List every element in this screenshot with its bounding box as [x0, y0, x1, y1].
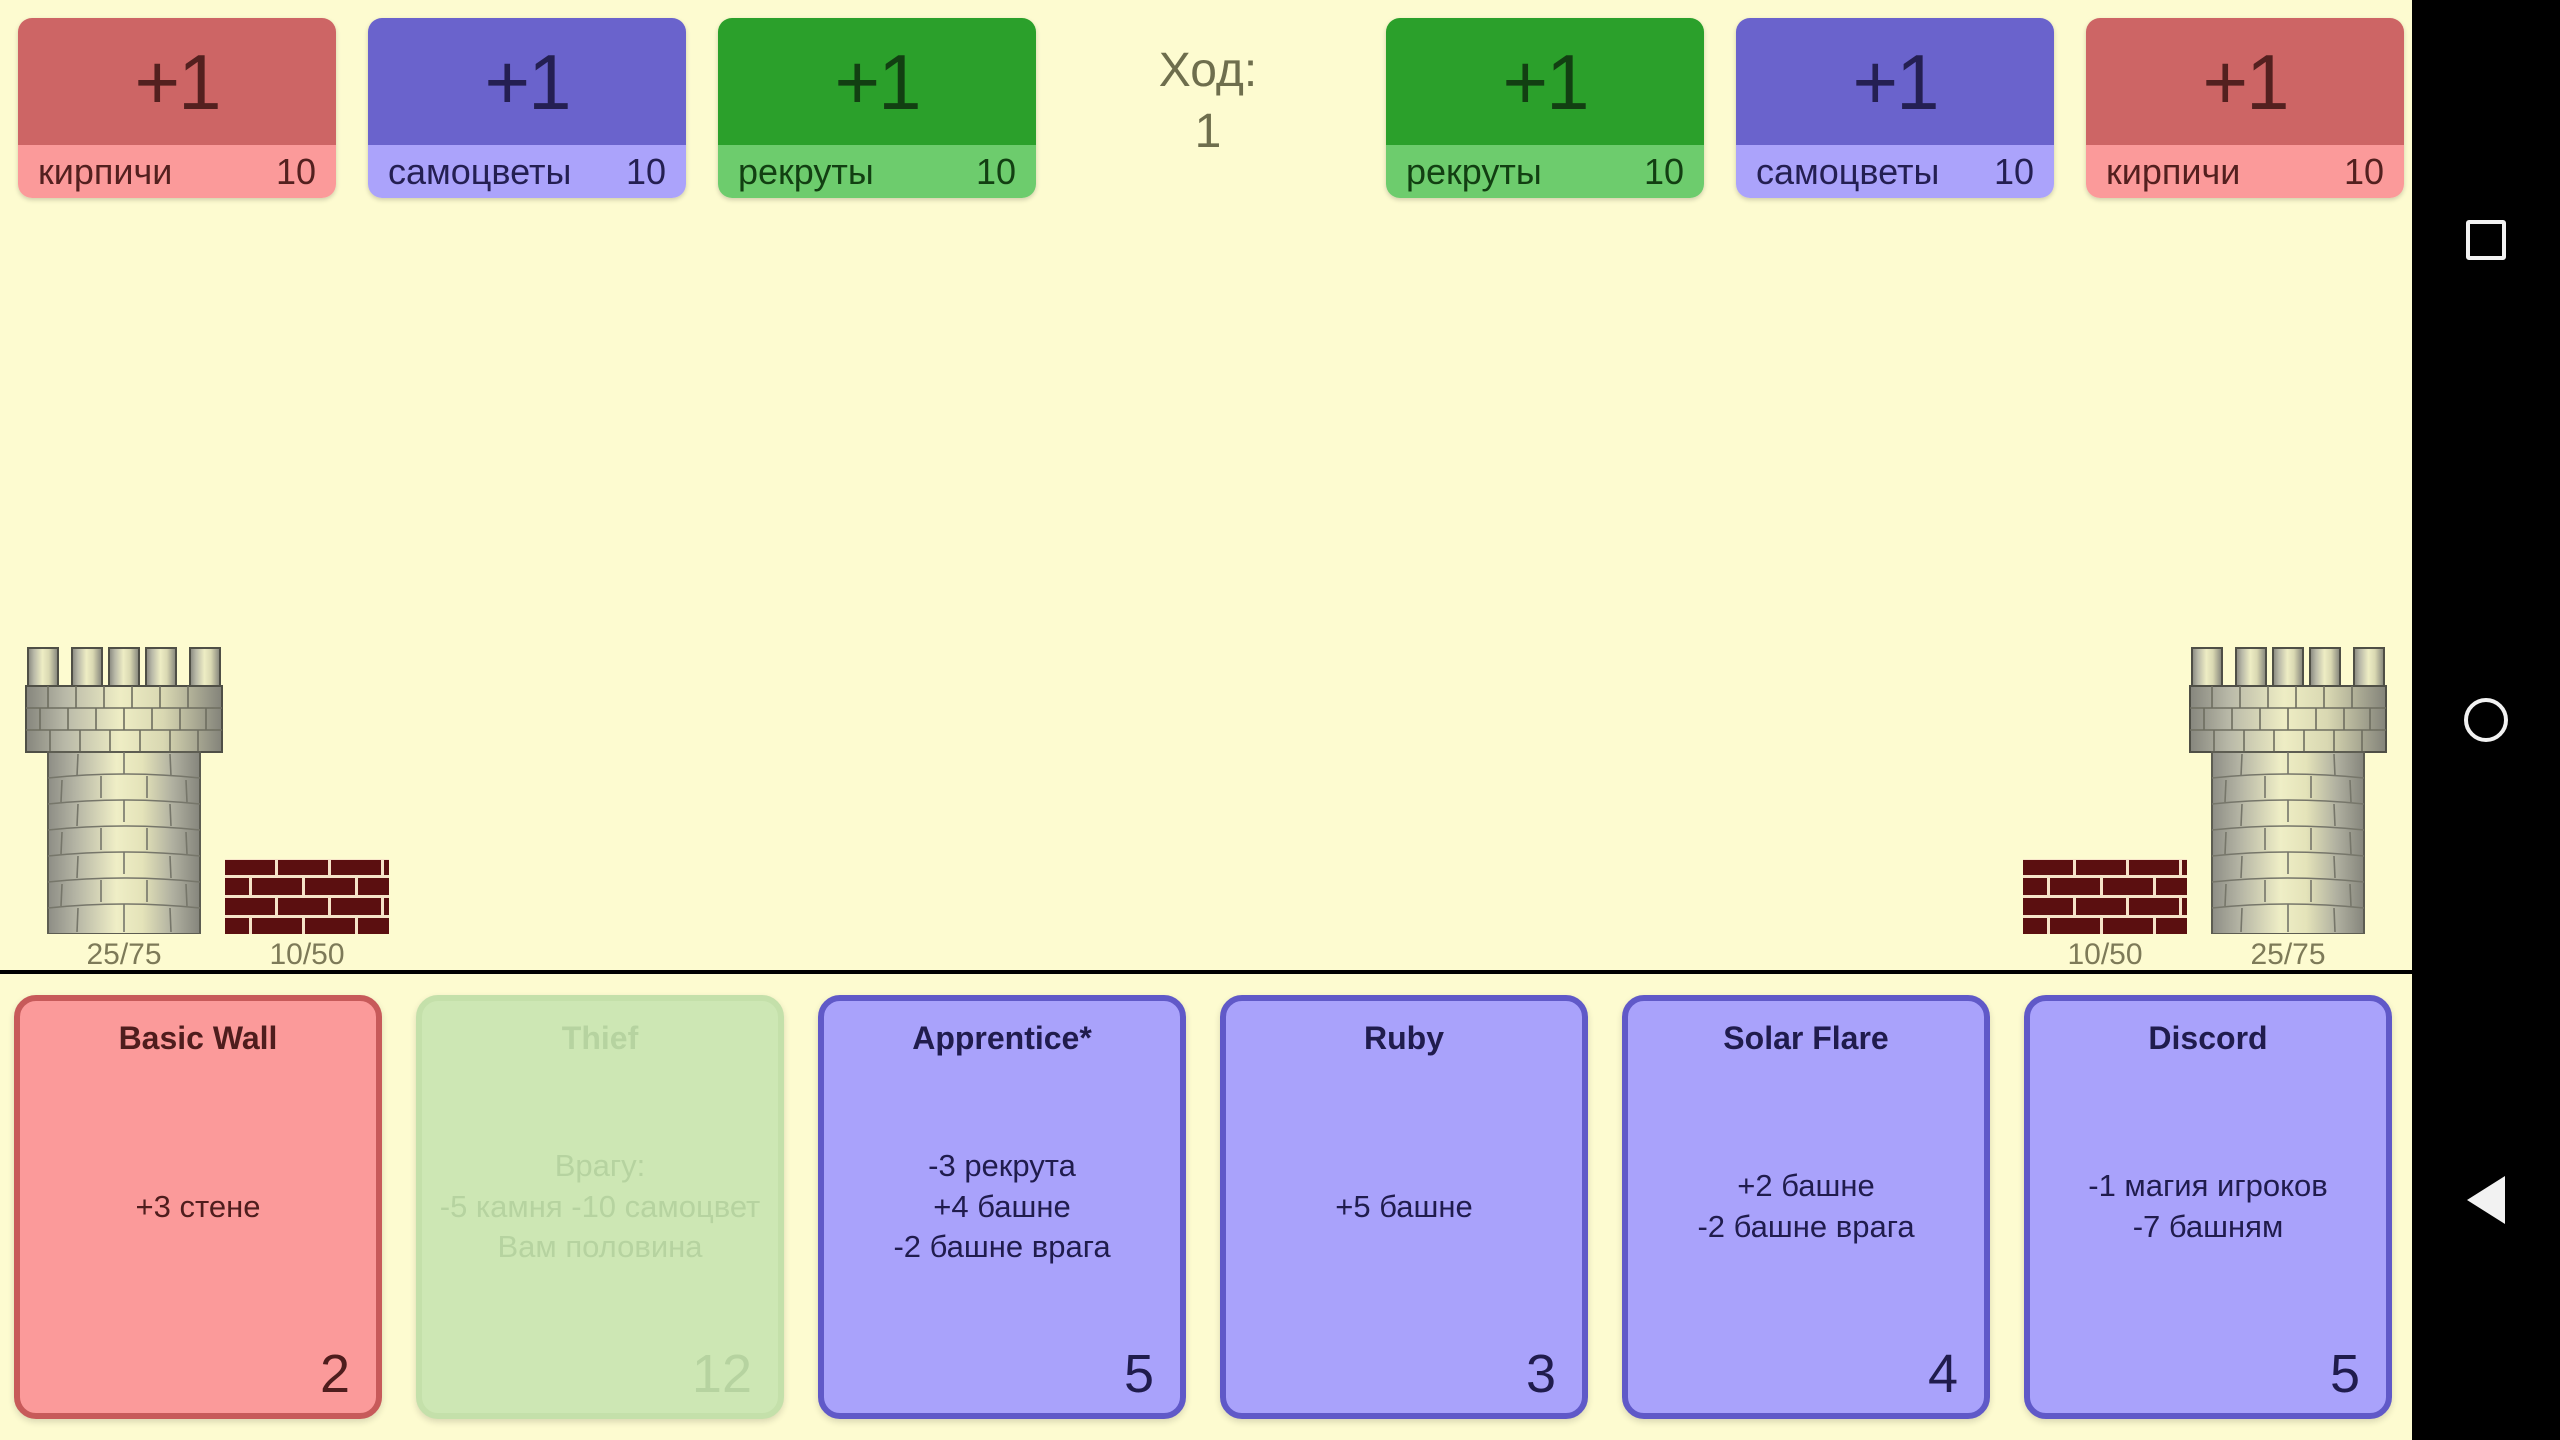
- resource-count: 10: [2343, 150, 2384, 192]
- wall-hp-label: 10/50: [269, 938, 345, 971]
- resource-name: кирпичи: [38, 150, 173, 192]
- card-cost: 5: [2329, 1344, 2360, 1404]
- card-description: +3 стене: [135, 1188, 261, 1224]
- wall-right: 10/50: [2023, 859, 2187, 972]
- turn-label: Ход:: [1158, 44, 1258, 97]
- card-description: -3 рекрута +4 башне -2 башне врага: [893, 1147, 1111, 1265]
- resource-delta-wrap: +1: [18, 18, 336, 145]
- resource-delta-wrap: +1: [1736, 18, 2054, 145]
- back-triangle-icon: [2467, 1176, 2505, 1224]
- recents-button[interactable]: [2451, 205, 2521, 275]
- resource-delta: +1: [1502, 37, 1590, 126]
- wall-hp-label: 10/50: [2067, 938, 2143, 971]
- hand-card: Thief Врагу: -5 камня -10 самоцвет Вам п…: [416, 995, 784, 1419]
- resource-name: рекруты: [738, 150, 874, 192]
- resource-count: 10: [275, 150, 316, 192]
- recents-square-icon: [2466, 220, 2506, 260]
- resource-count: 10: [625, 150, 666, 192]
- resource-bar: +1 кирпичи 10 +1 самоцветы 10 +1: [0, 0, 2412, 200]
- resource-info: кирпичи 10: [2086, 145, 2404, 198]
- resource-info: рекруты 10: [1386, 145, 1704, 198]
- hand-card-row: Basic Wall +3 стене 2 Thief Врагу: -5 ка…: [0, 974, 2412, 1440]
- card-cost: 5: [1123, 1344, 1154, 1404]
- resource-count: 10: [975, 150, 1016, 192]
- resource-card-gems-left[interactable]: +1 самоцветы 10: [368, 18, 686, 198]
- resource-info: рекруты 10: [718, 145, 1036, 198]
- card-cost: 12: [691, 1344, 752, 1404]
- card-title: Thief: [561, 1020, 639, 1056]
- game-viewport: +1 кирпичи 10 +1 самоцветы 10 +1: [0, 0, 2412, 1440]
- hand-card[interactable]: Discord -1 магия игроков -7 башням 5: [2024, 995, 2392, 1419]
- resource-count: 10: [1643, 150, 1684, 192]
- card-description: Врагу: -5 камня -10 самоцвет Вам половин…: [439, 1147, 761, 1265]
- turn-value: 1: [1194, 105, 1222, 159]
- card-title: Solar Flare: [1723, 1020, 1889, 1056]
- resource-delta: +1: [1852, 37, 1940, 126]
- tower-icon: [25, 647, 223, 934]
- turn-counter: Ход: 1: [1083, 40, 1333, 163]
- card-title: Discord: [2148, 1020, 2268, 1056]
- tower-hp-label: 25/75: [2250, 938, 2326, 971]
- tower-left: 25/75: [20, 642, 228, 972]
- hand-card[interactable]: Ruby +5 башне 3: [1220, 995, 1588, 1419]
- hand-divider: [0, 970, 2412, 974]
- home-circle-icon: [2464, 698, 2508, 742]
- resource-count: 10: [1993, 150, 2034, 192]
- wall-left: 10/50: [225, 859, 389, 972]
- resource-info: самоцветы 10: [368, 145, 686, 198]
- resource-name: кирпичи: [2106, 150, 2241, 192]
- card-cost: 3: [1525, 1344, 1556, 1404]
- wall-icon: [225, 859, 389, 934]
- card-title: Apprentice*: [912, 1020, 1092, 1056]
- resource-delta: +1: [134, 37, 222, 126]
- tower-right: 25/75: [2184, 642, 2392, 972]
- resource-delta: +1: [834, 37, 922, 126]
- card-cost: 4: [1927, 1344, 1958, 1404]
- card-title: Basic Wall: [118, 1020, 278, 1056]
- resource-delta: +1: [2202, 37, 2290, 126]
- resource-name: самоцветы: [388, 150, 572, 192]
- card-title: Ruby: [1364, 1020, 1444, 1056]
- tower-hp-label: 25/75: [86, 938, 162, 971]
- resource-card-bricks-right[interactable]: +1 кирпичи 10: [2086, 18, 2404, 198]
- card-cost: 2: [319, 1344, 350, 1404]
- hand-card[interactable]: Basic Wall +3 стене 2: [14, 995, 382, 1419]
- resource-delta-wrap: +1: [718, 18, 1036, 145]
- resource-delta-wrap: +1: [368, 18, 686, 145]
- resource-name: рекруты: [1406, 150, 1542, 192]
- back-button[interactable]: [2451, 1165, 2521, 1235]
- resource-info: самоцветы 10: [1736, 145, 2054, 198]
- card-description: -1 магия игроков -7 башням: [2088, 1168, 2328, 1244]
- card-description: +5 башне: [1335, 1188, 1473, 1224]
- hand-card[interactable]: Solar Flare +2 башне -2 башне врага 4: [1622, 995, 1990, 1419]
- resource-delta: +1: [484, 37, 572, 126]
- hand-card[interactable]: Apprentice* -3 рекрута +4 башне -2 башне…: [818, 995, 1186, 1419]
- resource-card-recruits-left[interactable]: +1 рекруты 10: [718, 18, 1036, 198]
- resource-name: самоцветы: [1756, 150, 1940, 192]
- wall-icon: [2023, 859, 2187, 934]
- tower-icon: [2189, 647, 2387, 934]
- resource-card-bricks-left[interactable]: +1 кирпичи 10: [18, 18, 336, 198]
- resource-info: кирпичи 10: [18, 145, 336, 198]
- card-description: +2 башне -2 башне врага: [1697, 1168, 1915, 1244]
- battlefield: 25/75: [0, 200, 2412, 972]
- resource-delta-wrap: +1: [1386, 18, 1704, 145]
- resource-card-recruits-right[interactable]: +1 рекруты 10: [1386, 18, 1704, 198]
- home-button[interactable]: [2451, 685, 2521, 755]
- resource-card-gems-right[interactable]: +1 самоцветы 10: [1736, 18, 2054, 198]
- resource-delta-wrap: +1: [2086, 18, 2404, 145]
- android-navigation-bar: [2412, 0, 2560, 1440]
